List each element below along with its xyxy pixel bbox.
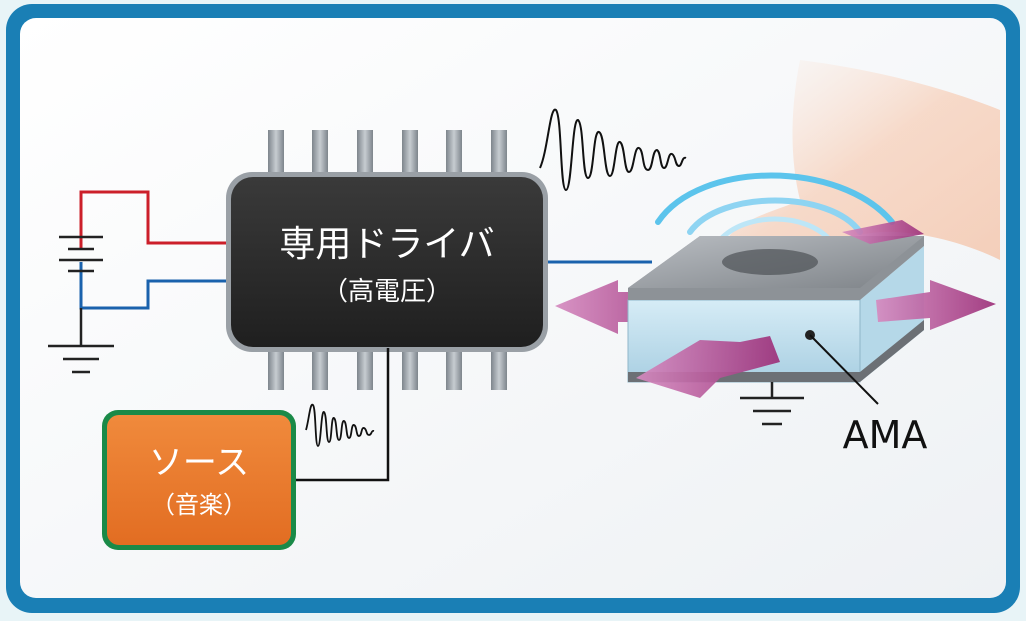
source-box: ソース （音楽）	[102, 410, 296, 550]
driver-chip: 専用ドライバ （高電圧）	[226, 172, 548, 352]
source-subtitle: （音楽）	[151, 491, 247, 519]
driver-title: 専用ドライバ	[279, 224, 494, 265]
arrow-right	[876, 280, 996, 330]
source-title: ソース	[149, 443, 249, 483]
chip-pins	[268, 130, 507, 390]
battery-circuit	[48, 190, 232, 374]
ama-actuator	[627, 236, 924, 383]
source-waveform	[305, 403, 375, 447]
ground-symbol-right	[740, 382, 804, 426]
ama-leader-line	[809, 334, 879, 405]
arrow-front	[636, 336, 780, 398]
vibration-wave-arcs	[655, 172, 895, 243]
output-waveform	[539, 108, 687, 192]
driver-subtitle: （高電圧）	[322, 277, 452, 307]
finger-shape	[727, 60, 1000, 260]
source-wire	[296, 348, 390, 482]
ama-label: AMA	[843, 413, 928, 457]
negative-wire	[79, 262, 232, 310]
positive-wire	[79, 190, 232, 250]
arrow-back	[842, 220, 924, 244]
ground-symbol-left	[48, 344, 114, 374]
